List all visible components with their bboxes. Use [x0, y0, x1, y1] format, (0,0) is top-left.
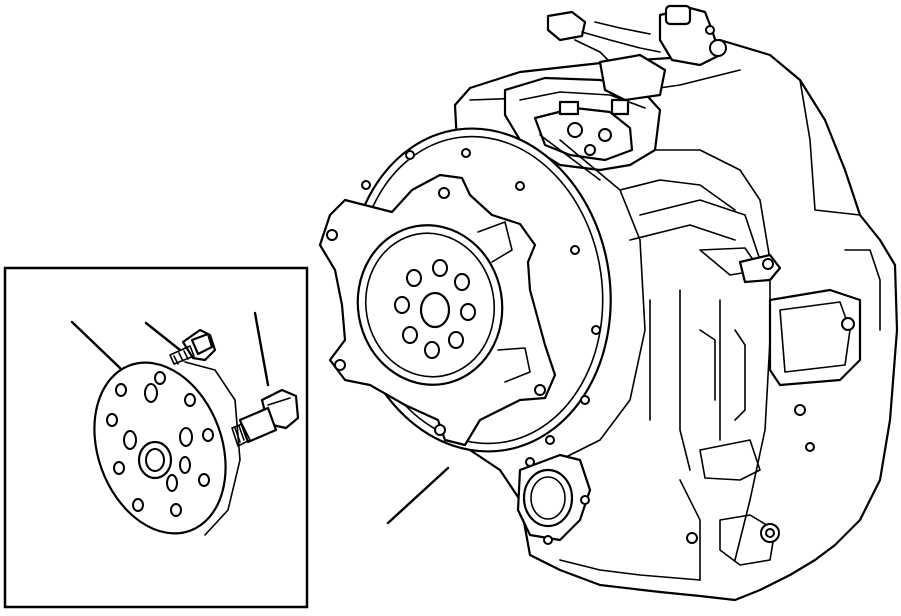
callout-leader-flex-plate [70, 320, 122, 370]
ring-gear-bolt [231, 388, 300, 447]
callout-leader-ring-bolt [253, 311, 270, 387]
control-valve-assembly [503, 4, 727, 172]
lower-cover [516, 453, 592, 545]
detail-inset [3, 266, 309, 609]
callout-leader-flywheel [386, 466, 450, 525]
flex-plate-bolt [169, 328, 217, 365]
hub-bolt-holes [394, 259, 476, 359]
drive-plate [318, 173, 557, 447]
flex-plate-holes [106, 371, 214, 517]
flex-plate-detail [93, 361, 241, 536]
callout-leader-bolt [144, 321, 182, 352]
